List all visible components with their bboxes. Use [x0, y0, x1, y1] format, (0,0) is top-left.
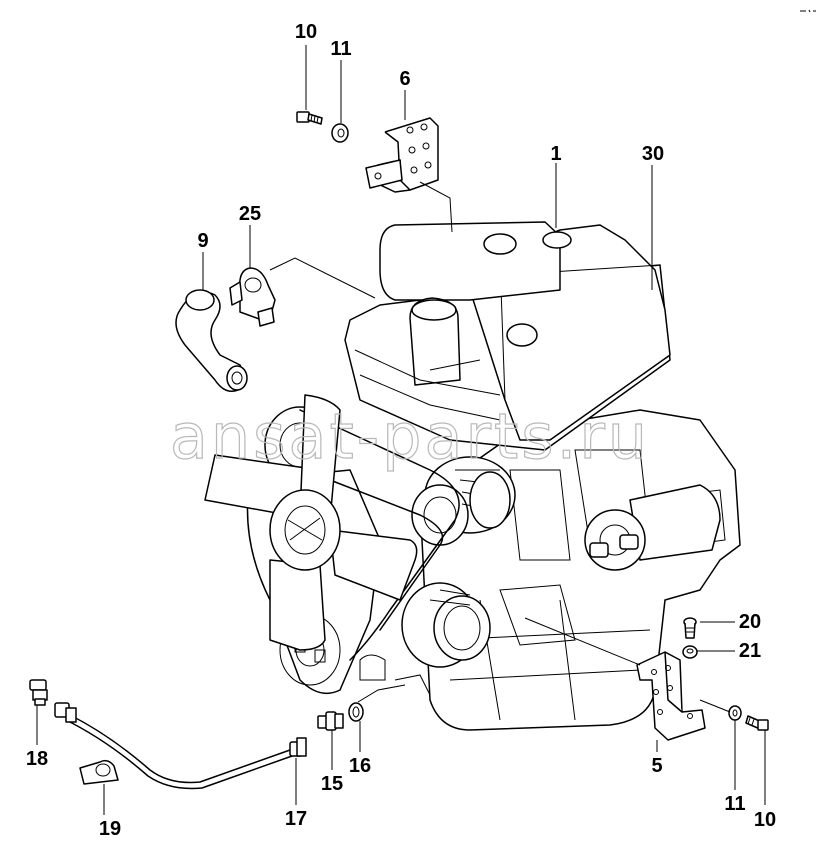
callout-15: 15 [321, 773, 343, 795]
filler-cap [483, 233, 517, 255]
callout-1: 1 [550, 143, 561, 165]
leader-lines [36, 45, 766, 815]
callout-10-bottom: 10 [754, 809, 776, 831]
callout-19: 19 [99, 818, 121, 840]
connector-15 [317, 711, 344, 731]
callout-25: 25 [239, 203, 261, 225]
bracket-6 [365, 117, 439, 193]
callout-16: 16 [349, 755, 371, 777]
washer-11-top [331, 123, 349, 143]
hose-clamp-25 [229, 267, 276, 327]
cooling-fan [204, 394, 418, 651]
callout-11-top: 11 [330, 38, 351, 60]
engine-assembly [204, 221, 741, 731]
bolt-10-bottom [745, 715, 769, 731]
callout-5: 5 [651, 755, 662, 777]
watermark: ansat-parts.ru [170, 400, 650, 473]
callout-9: 9 [197, 230, 208, 252]
crank-pulley [401, 582, 491, 668]
pipe-clip-19 [79, 759, 119, 785]
callout-20: 20 [739, 611, 761, 633]
corner-mark [800, 9, 816, 13]
callout-10-top: 10 [295, 21, 317, 43]
oil-pipe-17 [54, 702, 307, 790]
bolt-20 [683, 617, 697, 639]
intake-housing [379, 221, 561, 301]
bolt-10-top [296, 111, 323, 125]
water-hose-9 [175, 289, 248, 392]
fan-belt [299, 409, 460, 661]
outlet-opening [411, 299, 457, 321]
washer-16 [348, 702, 364, 722]
head-boss [506, 323, 538, 347]
fitting-18 [29, 679, 48, 706]
callout-6: 6 [399, 68, 410, 90]
alternator [411, 456, 516, 546]
bracket-5 [636, 651, 706, 741]
washer-11-bottom [728, 705, 742, 721]
callout-21: 21 [739, 640, 761, 662]
nut-21 [682, 645, 698, 659]
callout-30: 30 [642, 143, 664, 165]
callout-18: 18 [26, 748, 48, 770]
starter-motor [584, 484, 721, 571]
callout-11-bottom: 11 [724, 793, 745, 815]
housing-port [542, 231, 572, 249]
callout-17: 17 [285, 808, 307, 830]
callout-labels: 1 30 6 10 11 25 9 20 21 5 11 10 18 19 17… [26, 21, 776, 840]
